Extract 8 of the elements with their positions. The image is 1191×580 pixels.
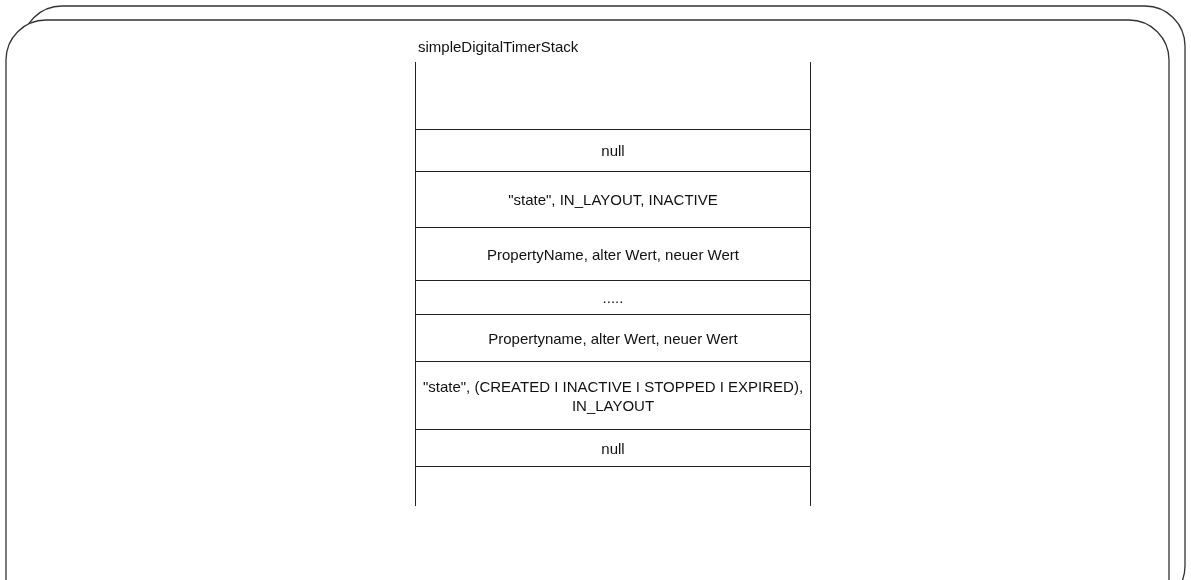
stack-entry: Propertyname, alter Wert, neuer Wert: [416, 314, 810, 362]
stack-entry: .....: [416, 280, 810, 315]
stack-entry: "state", IN_LAYOUT, INACTIVE: [416, 171, 810, 228]
stack-title: simpleDigitalTimerStack: [418, 38, 579, 55]
stack-entry: null: [416, 129, 810, 172]
stack-entry: null: [416, 429, 810, 467]
stack-entry: PropertyName, alter Wert, neuer Wert: [416, 227, 810, 281]
stack-entry: "state", (CREATED I INACTIVE I STOPPED I EXPIRED), IN_LAYOUT: [416, 361, 810, 430]
